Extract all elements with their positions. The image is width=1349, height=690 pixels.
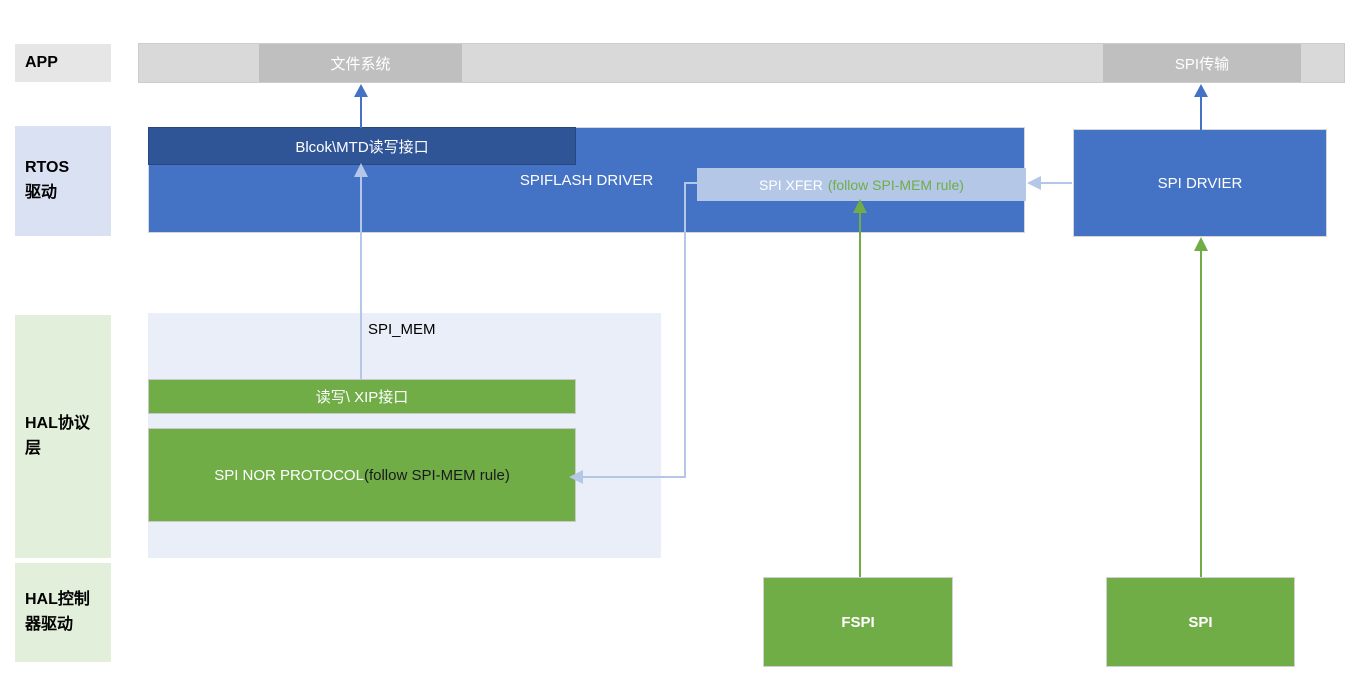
rw-xip-interface-box: 读写\ XIP接口 [148,379,576,414]
layer-label-rtos: RTOS 驱动 [15,126,111,236]
block-mtd-interface-box: Blcok\MTD读写接口 [148,127,576,165]
spi-driver-label: SPI DRVIER [1157,174,1243,192]
layer-label-hal-controller-text: HAL控制 器驱动 [25,590,90,633]
filesystem-box: 文件系统 [259,44,462,82]
spi-transfer-label: SPI传输 [1174,55,1230,73]
layer-label-hal-controller: HAL控制 器驱动 [15,563,111,662]
layer-label-rtos-text: RTOS 驱动 [25,159,70,201]
layer-label-hal-protocol: HAL协议 层 [15,315,111,558]
block-mtd-interface-label: Blcok\MTD读写接口 [295,138,429,156]
spi-box: SPI [1106,577,1295,667]
arrow-driver-to-spi-transfer [1194,84,1208,130]
fspi-box: FSPI [763,577,953,667]
spi-xfer-label: SPI XFER [759,176,823,193]
arrow-driver-to-xfer [1027,176,1072,190]
spi-xfer-box: SPI XFER (follow SPI-MEM rule) [697,168,1026,201]
spi-mem-title: SPI_MEM [368,321,436,338]
filesystem-label: 文件系统 [330,55,391,73]
layer-label-app: APP [15,44,111,82]
layer-label-app-text: APP [25,53,58,71]
spiflash-driver-label: SPIFLASH DRIVER [519,171,654,189]
app-layer-bar: 文件系统 SPI传输 [138,43,1345,83]
rw-xip-interface-label: 读写\ XIP接口 [315,389,409,406]
arrow-block-to-filesystem [354,84,368,128]
spi-nor-protocol-label: SPI NOR PROTOCOL [214,466,364,484]
spiflash-driver-box: SPIFLASH DRIVER Blcok\MTD读写接口 SPI XFER (… [148,127,1026,233]
spi-label: SPI [1188,613,1213,631]
spi-transfer-box: SPI传输 [1103,44,1301,82]
fspi-label: FSPI [841,613,875,631]
layer-label-hal-protocol-text: HAL协议 层 [25,414,90,457]
spi-xfer-note: (follow SPI-MEM rule) [827,176,964,193]
arrow-spi-to-driver [1194,237,1208,577]
spi-driver-box: SPI DRVIER [1073,129,1327,237]
spi-mem-container: SPI_MEM 读写\ XIP接口 SPI NOR PROTOCOL (foll… [148,313,661,558]
spi-nor-protocol-note: (follow SPI-MEM rule) [363,466,510,484]
spi-nor-protocol-box: SPI NOR PROTOCOL (follow SPI-MEM rule) [148,428,576,522]
arrow-fspi-to-xfer [853,199,867,577]
